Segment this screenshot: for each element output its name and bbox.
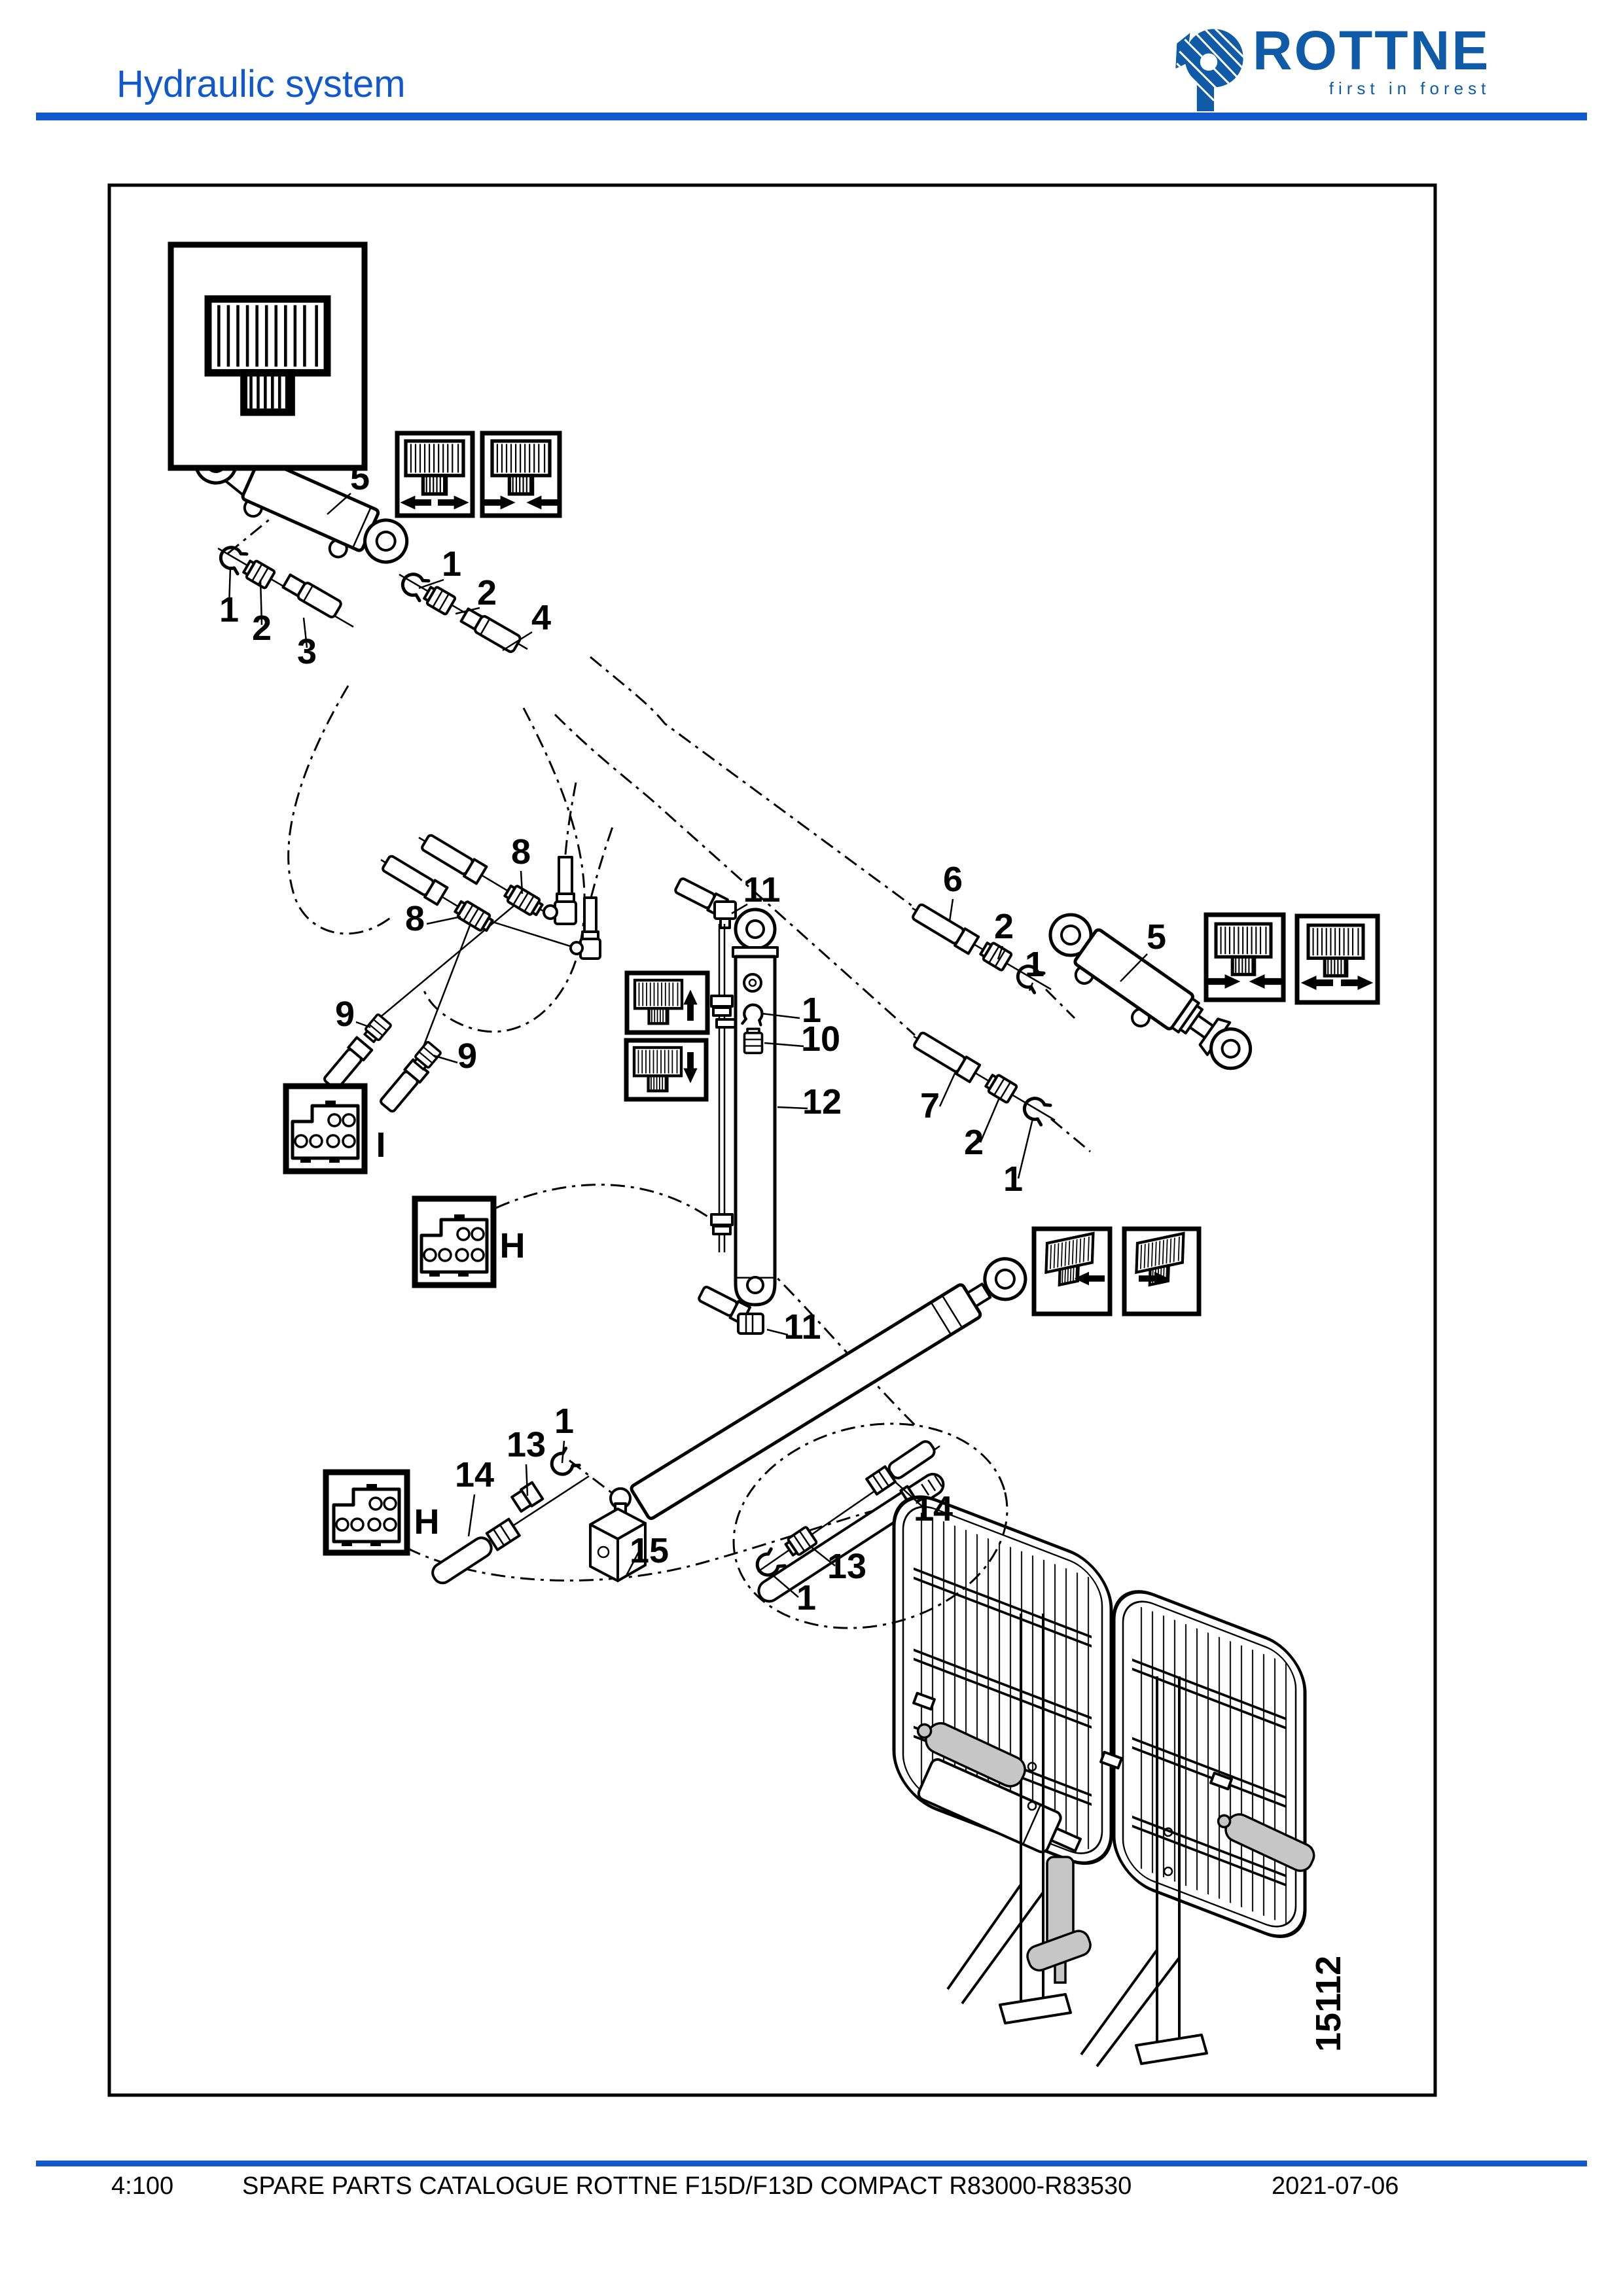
inset-lift-up [624, 970, 710, 1035]
fitting-row-14-right [753, 1440, 936, 1579]
callout-2b: 2 [477, 573, 497, 612]
callout-9a: 9 [335, 995, 355, 1034]
callout-6: 6 [943, 860, 963, 899]
diagram-frame [107, 183, 1437, 2097]
callout-1e: 1 [796, 1578, 816, 1617]
nipple-9-a [323, 1012, 393, 1091]
callout-1d: 1 [554, 1402, 574, 1441]
rottne-logo: ROTTNE first in forest [1173, 20, 1491, 111]
footer-rule [36, 2161, 1587, 2166]
cylinder-15-barrel [630, 1257, 1027, 1520]
hose-6 [912, 903, 1045, 993]
callout-3: 3 [297, 632, 317, 671]
callout-5-top: 5 [350, 458, 370, 497]
figure-number: 15112 [1309, 1956, 1348, 2052]
inset-lift-down [624, 1038, 709, 1102]
callout-2: 2 [252, 609, 272, 648]
fitting-row-14-left [431, 1447, 579, 1585]
callout-7: 7 [920, 1086, 940, 1125]
header-rule [36, 113, 1587, 120]
connector-label-h1: H [500, 1226, 526, 1265]
callout-4: 4 [531, 598, 551, 637]
callout-14b: 14 [914, 1489, 953, 1528]
inset-fold-outward [1294, 913, 1380, 1005]
callout-11a: 11 [743, 870, 780, 910]
valve-block-15 [589, 1487, 647, 1582]
connector-label-h2: H [414, 1502, 440, 1542]
inset-tilt-right [1122, 1226, 1202, 1316]
callout-8a: 8 [511, 832, 531, 872]
page-title: Hydraulic system [116, 63, 406, 105]
connector-box-h2 [323, 1469, 410, 1556]
hose-8-upper [421, 834, 546, 919]
connector-label-i: I [376, 1125, 385, 1165]
logo-brand: ROTTNE [1253, 20, 1491, 81]
hose-11-bottom [698, 1286, 764, 1335]
connector-box-i [283, 1083, 368, 1174]
footer-page-ref: 4:100 [111, 2172, 174, 2200]
callout-5-right: 5 [1147, 917, 1166, 957]
callout-12: 12 [802, 1082, 842, 1122]
callout-9b: 9 [457, 1036, 477, 1076]
fitting-row-4 [399, 570, 522, 653]
callout-8b: 8 [405, 899, 425, 938]
callout-14a: 14 [455, 1455, 494, 1494]
inset-fold-inward [1204, 912, 1286, 1002]
inset-slide-both [395, 431, 475, 518]
rottne-logo-icon [1175, 29, 1243, 111]
hose-7 [913, 1031, 1052, 1125]
hose-11-top [674, 877, 737, 929]
callout-1f: 1 [1025, 945, 1044, 984]
elbow-fitting-a [543, 856, 577, 925]
callout-11b: 11 [783, 1307, 821, 1347]
load-gate [892, 1495, 1315, 2068]
cylinder-12 [732, 908, 779, 1307]
callout-2c: 2 [994, 907, 1014, 946]
hose-8-lower [382, 855, 496, 935]
fitting-row-3 [217, 543, 342, 618]
connector-box-h1 [412, 1195, 497, 1288]
callout-10: 10 [801, 1019, 840, 1059]
callout-1b: 1 [442, 544, 461, 584]
logo-tagline: first in forest [1329, 78, 1491, 98]
footer-catalogue-title: SPARE PARTS CATALOGUE ROTTNE F15D/F13D C… [242, 2172, 1132, 2200]
callout-1g: 1 [1003, 1159, 1023, 1199]
callout-15: 15 [630, 1531, 669, 1570]
callout-13b: 13 [827, 1547, 866, 1586]
callout-1c: 1 [802, 991, 821, 1030]
inset-tilt-left [1031, 1226, 1113, 1316]
callout-1: 1 [219, 590, 239, 629]
inset-gate-legend [168, 241, 368, 471]
callouts: 5 1 2 3 1 2 4 8 8 9 9 I 11 1 [219, 458, 1166, 1617]
cylinder-5-right [1048, 913, 1253, 1070]
nipple-9-b [380, 1040, 442, 1113]
routing-oval [732, 1422, 1008, 1629]
callout-13a: 13 [507, 1425, 546, 1464]
footer-date: 2021-07-06 [1272, 2172, 1399, 2200]
elbow-fitting-b [569, 896, 601, 960]
inset-slide-together [480, 431, 562, 518]
callout-2d: 2 [964, 1123, 984, 1162]
